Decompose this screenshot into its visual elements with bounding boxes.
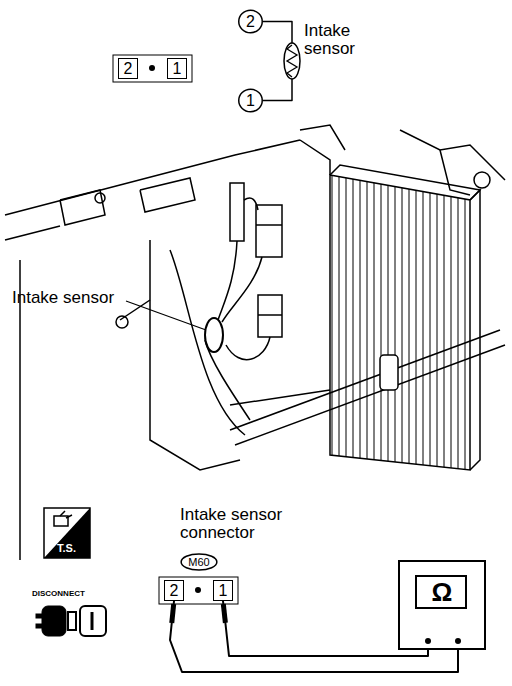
node-text: 2 [124, 61, 133, 77]
connector-id-oval: M60 [180, 553, 218, 571]
component-label: Intake sensor [12, 289, 132, 307]
terminal-circle: 2 [238, 9, 263, 34]
ts-icon-text: T.S. [57, 543, 97, 555]
node-text: 2 [246, 14, 255, 30]
disconnect-icon-text: DISCONNECT [32, 590, 122, 598]
node-text: M60 [188, 557, 209, 568]
connector-label: Intake sensor connector [180, 506, 330, 542]
node-text: 1 [219, 583, 228, 599]
node-text: 1 [246, 93, 255, 109]
test-lead [170, 601, 458, 672]
pin-number-box: 2 [164, 580, 184, 601]
terminal-circle: 1 [238, 88, 263, 113]
component-label: Intake sensor [304, 22, 384, 58]
ohmmeter: Ω [398, 560, 486, 650]
pin-number-box: 1 [213, 580, 233, 601]
pin-number-box: 1 [167, 58, 187, 79]
ohm-symbol: Ω [432, 579, 453, 605]
node-text: 1 [173, 61, 182, 77]
disconnect-icon [36, 606, 106, 636]
pin-number-box: 2 [118, 58, 138, 79]
node-text: 2 [170, 583, 179, 599]
